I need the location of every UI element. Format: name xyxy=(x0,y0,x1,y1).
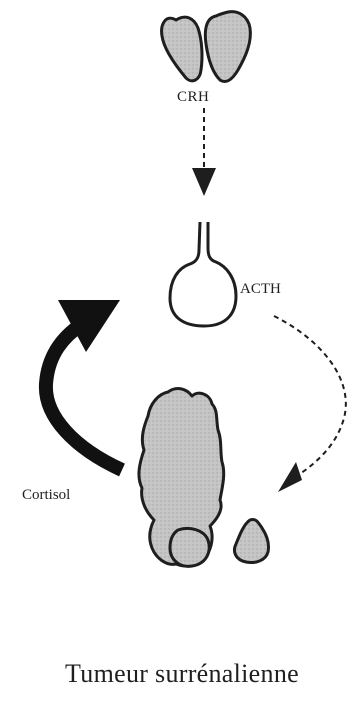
hypothalamus-left-lobe xyxy=(162,17,202,81)
adrenal-tumor-shape xyxy=(139,389,224,567)
crh-label: CRH xyxy=(177,90,209,105)
crh-arrow xyxy=(192,108,216,196)
caption-title: Tumeur surrénalienne xyxy=(0,661,364,687)
crh-arrowhead xyxy=(192,168,216,196)
small-adrenal-shape xyxy=(234,519,268,562)
acth-label: ACTH xyxy=(240,282,281,297)
cortisol-label: Cortisol xyxy=(22,488,70,503)
acth-arrowhead xyxy=(278,462,302,492)
hypothalamus-shape xyxy=(162,12,251,82)
pituitary-shape xyxy=(170,222,236,326)
cortisol-feedback-arrow xyxy=(46,300,122,470)
hypothalamus-right-lobe xyxy=(205,12,250,82)
adrenal-tumor-lobe xyxy=(170,528,209,566)
acth-arrow xyxy=(274,316,346,492)
